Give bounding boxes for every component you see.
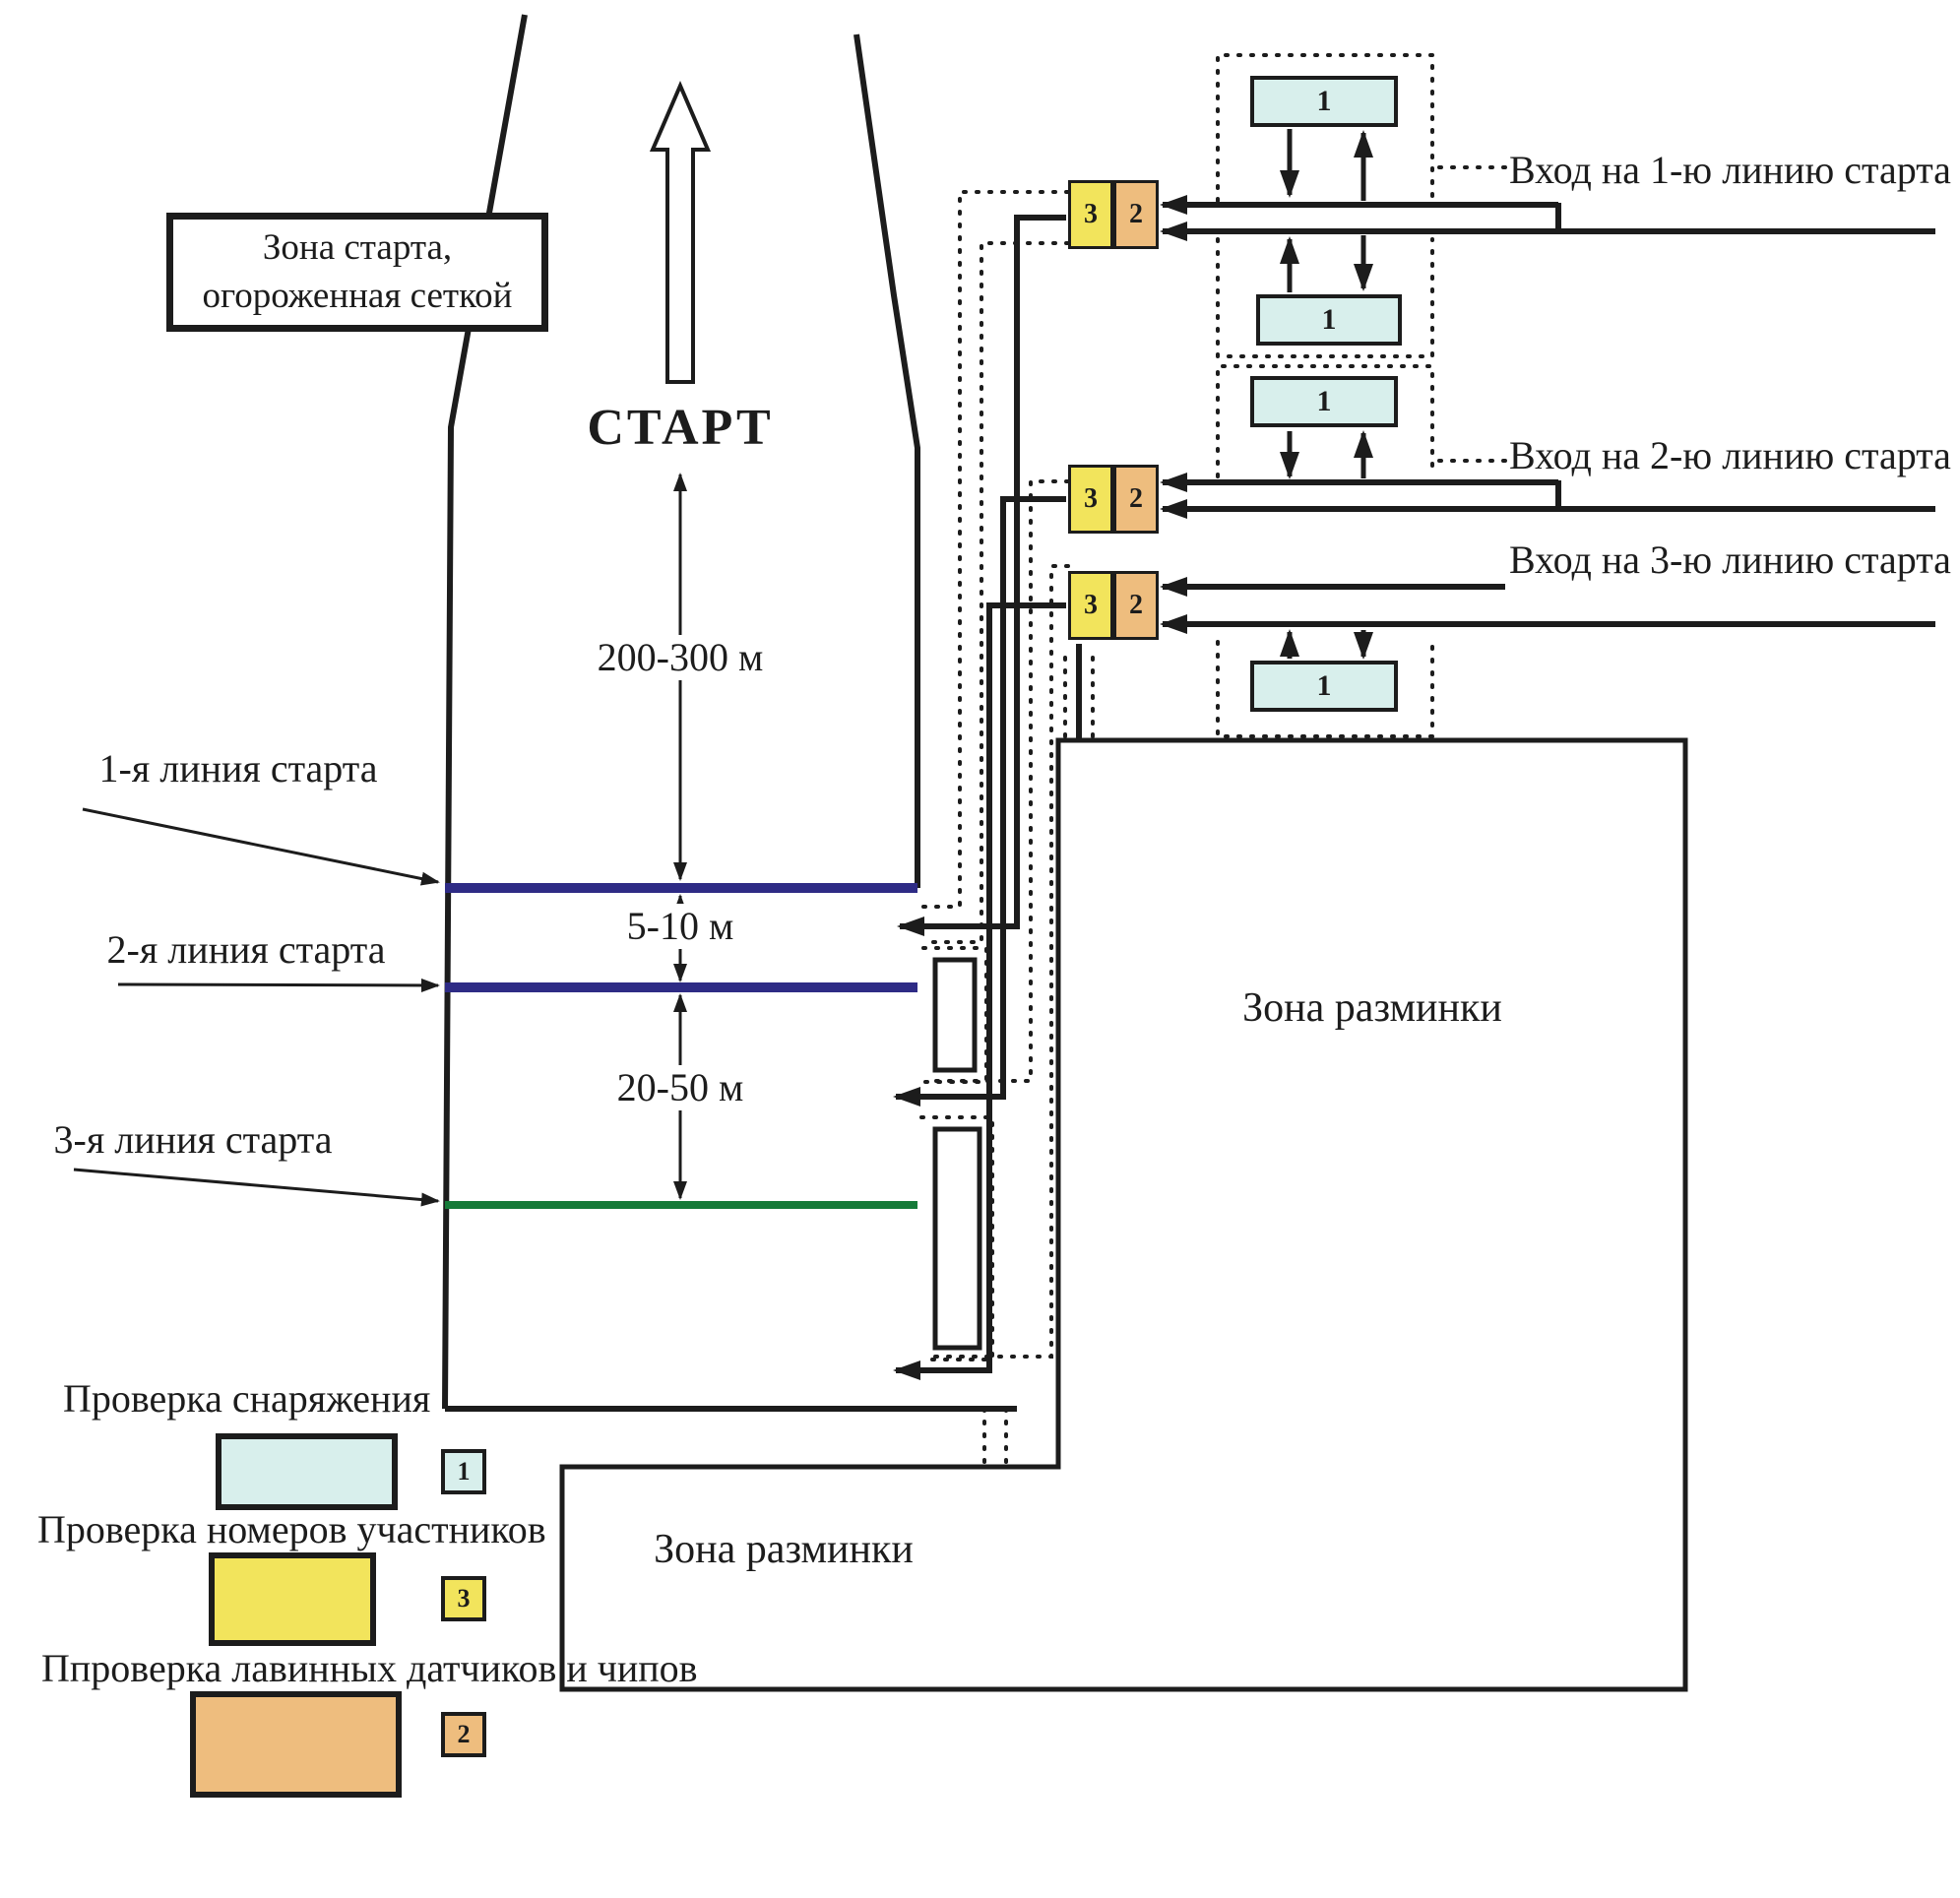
equipment-check-box-3: 1 <box>1250 376 1398 427</box>
warmup-zone-right-label: Зона разминки <box>1242 985 1502 1031</box>
corridor-left-boundary <box>442 14 528 1410</box>
start-line-2-label: 2-я линия старта <box>106 927 386 972</box>
legend-equipment-swatch <box>216 1433 398 1510</box>
equipment-check-box-2: 1 <box>1256 294 1402 346</box>
start-line-3-label: 3-я линия старта <box>53 1117 333 1162</box>
label-pointer-lines <box>73 807 440 1207</box>
legend-equipment-label: Проверка снаряжения <box>63 1376 431 1421</box>
warmup-zone-outline <box>559 737 1688 1692</box>
station-number: 3 <box>1084 590 1098 620</box>
station-number: 1 <box>1316 669 1332 702</box>
bib-check-box-1: 3 <box>1068 180 1113 249</box>
start-zone-note-line1: Зона старта, <box>262 227 453 269</box>
station-in-out-arrows <box>1280 129 1373 660</box>
dotted-paths <box>919 53 1507 1467</box>
legend-bib-swatch <box>209 1552 376 1646</box>
legend-bib-number-box: 3 <box>441 1576 486 1621</box>
start-zone-note-line2: огороженная сеткой <box>202 275 513 316</box>
station-number: 2 <box>457 1720 471 1748</box>
legend-equipment-number-box: 1 <box>441 1449 486 1494</box>
station-number: 2 <box>1129 199 1143 229</box>
transceiver-check-box-1: 2 <box>1113 180 1159 249</box>
station-number: 3 <box>1084 199 1098 229</box>
station-number: 1 <box>1316 85 1332 117</box>
station-number: 3 <box>1084 483 1098 514</box>
legend-transceiver-label: Ппроверка лавинных датчиков и чипов <box>41 1646 698 1690</box>
entry-paths <box>1160 195 1935 634</box>
distance-label-top: 200-300 м <box>587 635 774 680</box>
transceiver-check-box-2: 2 <box>1113 465 1159 534</box>
equipment-check-box-1: 1 <box>1250 76 1398 127</box>
entry-3-label: Вход на 3-ю линию старта <box>1509 538 1951 582</box>
station-number: 2 <box>1129 590 1143 620</box>
transceiver-check-box-3: 2 <box>1113 571 1159 640</box>
station-number: 2 <box>1129 483 1143 514</box>
start-title: СТАРТ <box>587 400 774 456</box>
entry-chute-1 <box>932 957 978 1073</box>
entry-2-label: Вход на 2-ю линию старта <box>1509 433 1951 477</box>
entry-1-label: Вход на 1-ю линию старта <box>1509 148 1951 192</box>
bib-check-box-3: 3 <box>1068 571 1113 640</box>
station-exit-paths <box>893 215 1082 1380</box>
station-number: 1 <box>1321 303 1337 336</box>
entry-chute-2 <box>932 1126 982 1351</box>
legend-bib-label: Проверка номеров участников <box>37 1507 546 1551</box>
start-line-1-label: 1-я линия старта <box>98 746 378 791</box>
legend-transceiver-swatch <box>190 1691 402 1798</box>
bib-check-box-2: 3 <box>1068 465 1113 534</box>
station-number: 1 <box>457 1457 471 1486</box>
corridor-right-boundary <box>854 33 920 888</box>
start-zone-note: Зона старта, огороженная сеткой <box>166 213 548 332</box>
warmup-zone-bottom-label: Зона разминки <box>654 1527 914 1572</box>
distance-label-1-2: 5-10 м <box>616 904 744 949</box>
station-number: 1 <box>1316 385 1332 417</box>
legend-transceiver-number-box: 2 <box>441 1712 486 1757</box>
station-number: 3 <box>457 1584 471 1613</box>
distance-label-2-3: 20-50 м <box>606 1065 754 1110</box>
start-direction-arrow <box>649 80 712 384</box>
equipment-check-box-4: 1 <box>1250 661 1398 712</box>
